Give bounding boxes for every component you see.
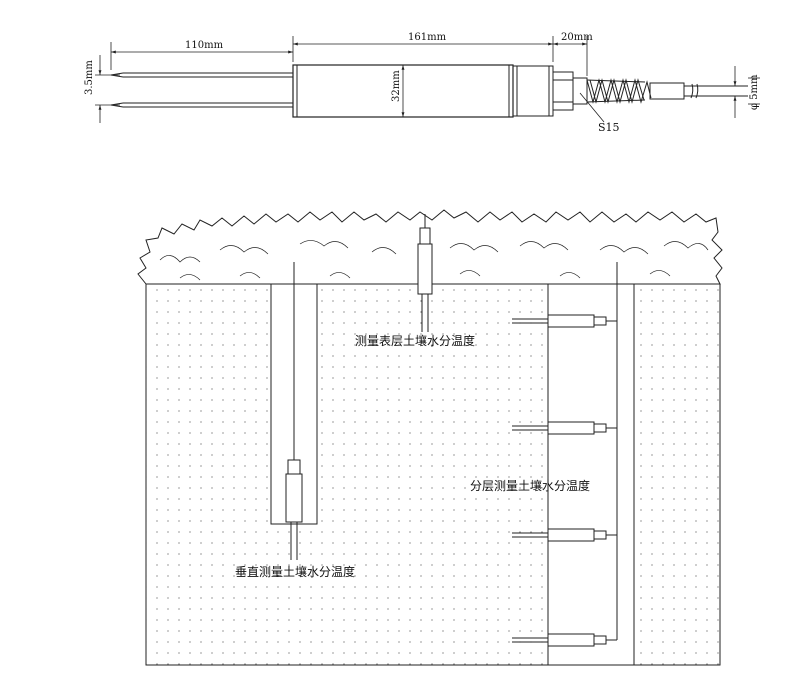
dim-needle-length: 110mm <box>185 40 224 51</box>
surface-probe <box>417 214 433 332</box>
layered-pit <box>547 262 635 666</box>
label-layered-measurement: 分层测量土壤水分温度 <box>470 478 590 493</box>
label-vertical-measurement: 垂直测量土壤水分温度 <box>235 564 355 579</box>
layer-probe-4 <box>512 633 617 647</box>
dimension-lines <box>95 36 760 123</box>
cable-gland <box>512 65 588 117</box>
sensor-needles <box>110 72 293 108</box>
layer-probe-1 <box>512 314 617 328</box>
spring-relief <box>586 78 652 104</box>
dim-gland-length: 20mm <box>561 32 593 43</box>
thread-label: S15 <box>598 121 620 134</box>
dim-needle-spacing: 3.5mm <box>84 60 95 95</box>
label-surface-measurement: 测量表层土壤水分温度 <box>355 333 475 348</box>
layer-probe-2 <box>512 421 617 435</box>
dim-body-length: 161mm <box>408 32 447 43</box>
vertical-borehole <box>270 262 318 560</box>
dim-cable-diameter: φ 5mm <box>749 74 760 110</box>
grass-detail <box>159 240 709 281</box>
cable <box>649 82 748 100</box>
dim-body-diameter: 32mm <box>391 70 402 102</box>
layer-probe-3 <box>512 528 617 542</box>
installation-diagram <box>137 209 723 666</box>
sensor-dimension-drawing <box>95 36 760 123</box>
